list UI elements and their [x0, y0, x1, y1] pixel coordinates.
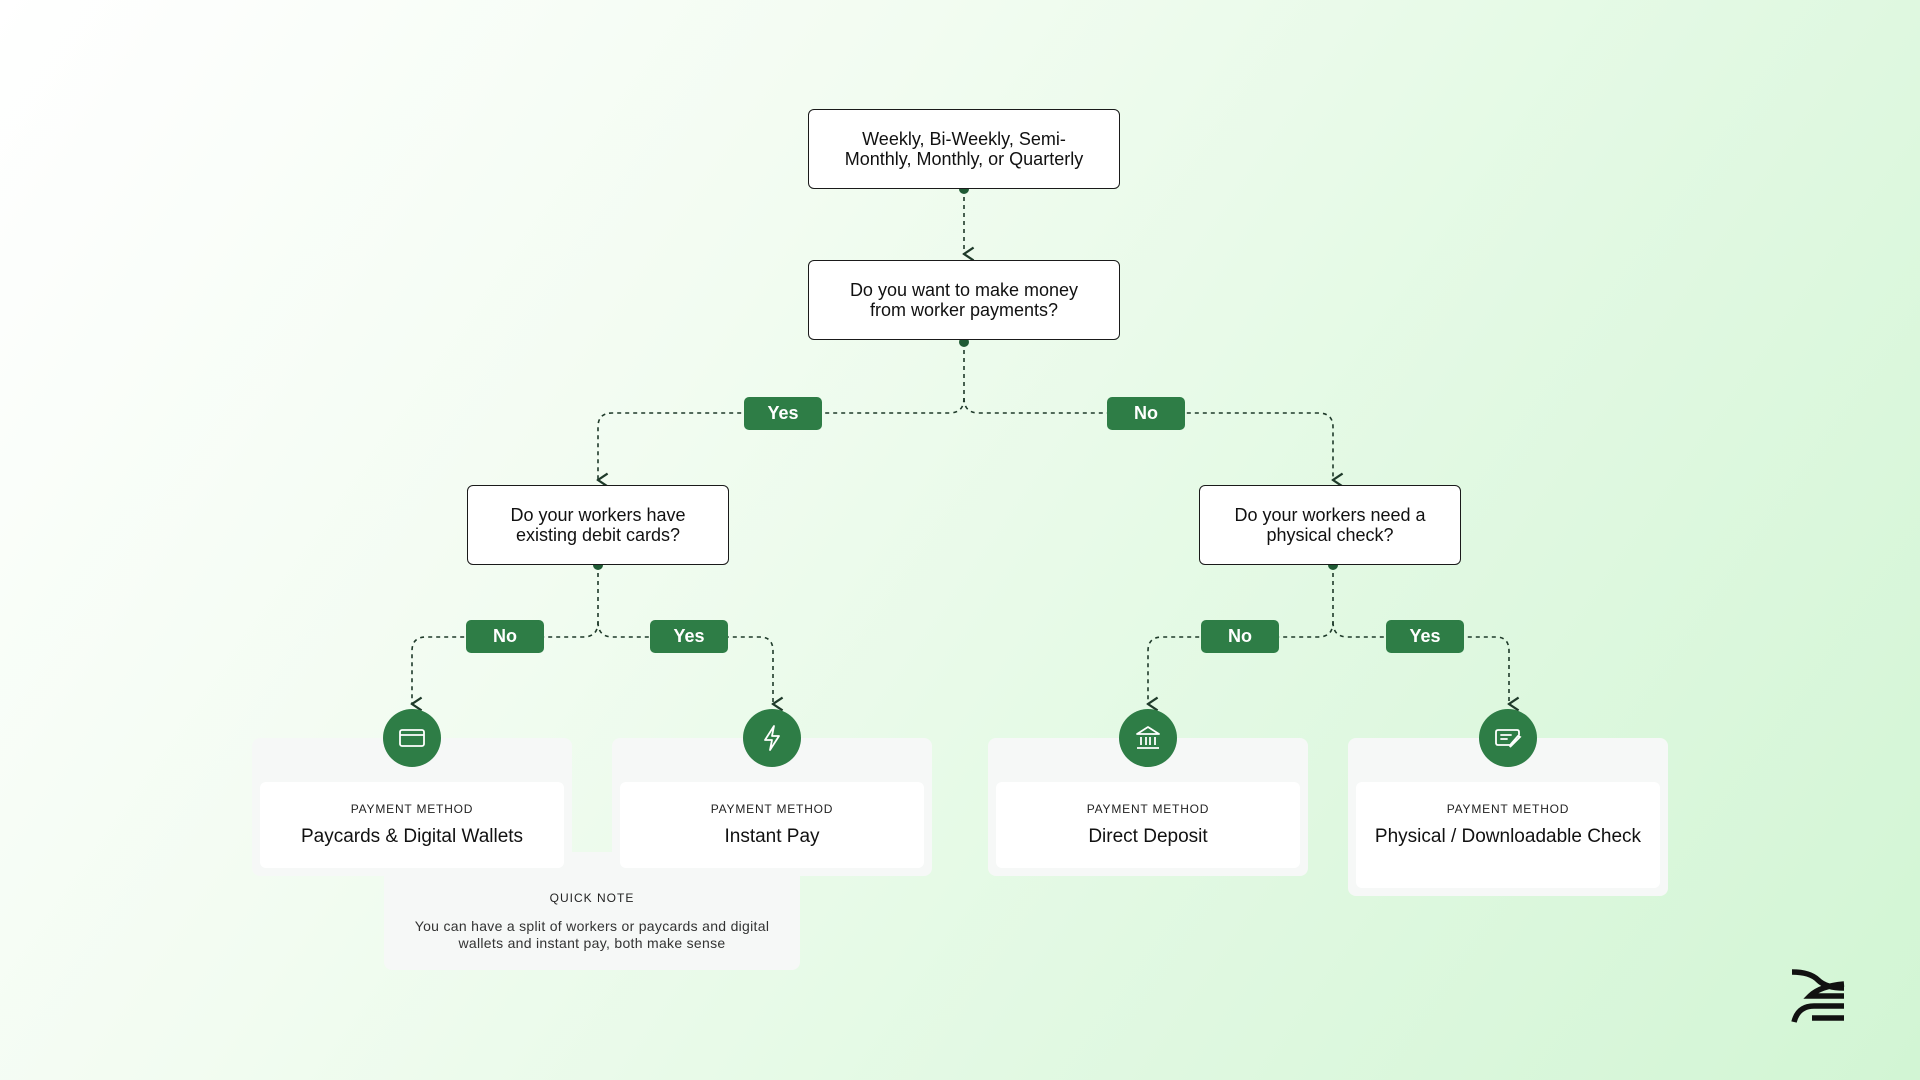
- payment-method-card-paycards: PAYMENT METHOD Paycards & Digital Wallet…: [252, 738, 572, 876]
- payment-method-title: Direct Deposit: [1088, 826, 1208, 847]
- question-pay-frequency-text: Weekly, Bi-Weekly, Semi-Monthly, Monthly…: [844, 129, 1084, 169]
- quick-note-text: You can have a split of workers or payca…: [414, 918, 770, 951]
- question-physical-check: Do your workers need a physical check?: [1199, 485, 1461, 565]
- connector-debit-yes: [597, 621, 773, 704]
- payment-method-card-body: PAYMENT METHOD Physical / Downloadable C…: [1356, 782, 1660, 888]
- bank-icon: [1119, 709, 1177, 767]
- branch-tag-debit-no: No: [466, 620, 544, 653]
- question-physical-check-text: Do your workers need a physical check?: [1234, 505, 1426, 545]
- connector-check-yes: [1332, 621, 1509, 704]
- payment-method-title: Paycards & Digital Wallets: [300, 826, 524, 847]
- branch-tag-check-no: No: [1201, 620, 1279, 653]
- question-make-money-text: Do you want to make money from worker pa…: [849, 280, 1079, 320]
- payment-method-card-check: PAYMENT METHOD Physical / Downloadable C…: [1348, 738, 1668, 896]
- credit-card-icon: [383, 709, 441, 767]
- quick-note-kicker: QUICK NOTE: [549, 891, 635, 905]
- lightning-bolt-icon: [743, 709, 801, 767]
- payment-method-title: Instant Pay: [724, 826, 820, 847]
- payment-method-card-body: PAYMENT METHOD Direct Deposit: [996, 782, 1300, 868]
- branch-tag-money-yes: Yes: [744, 397, 822, 430]
- question-debit-cards: Do your workers have existing debit card…: [467, 485, 729, 565]
- payment-method-card-body: PAYMENT METHOD Instant Pay: [620, 782, 924, 868]
- payment-method-card-body: PAYMENT METHOD Paycards & Digital Wallet…: [260, 782, 564, 868]
- payment-method-kicker: PAYMENT METHOD: [1446, 802, 1570, 816]
- payment-method-kicker: PAYMENT METHOD: [1086, 802, 1210, 816]
- check-edit-icon: [1479, 709, 1537, 767]
- payment-method-kicker: PAYMENT METHOD: [710, 802, 834, 816]
- payment-method-kicker: PAYMENT METHOD: [350, 802, 474, 816]
- payment-method-title: Physical / Downloadable Check: [1374, 826, 1642, 847]
- question-debit-cards-text: Do your workers have existing debit card…: [510, 505, 686, 545]
- brand-logo-icon: [1791, 969, 1845, 1023]
- branch-tag-check-yes: Yes: [1386, 620, 1464, 653]
- branch-tag-money-no: No: [1107, 397, 1185, 430]
- question-make-money: Do you want to make money from worker pa…: [808, 260, 1120, 340]
- branch-tag-debit-yes: Yes: [650, 620, 728, 653]
- connector-money-no: [963, 397, 1333, 480]
- question-pay-frequency: Weekly, Bi-Weekly, Semi-Monthly, Monthly…: [808, 109, 1120, 189]
